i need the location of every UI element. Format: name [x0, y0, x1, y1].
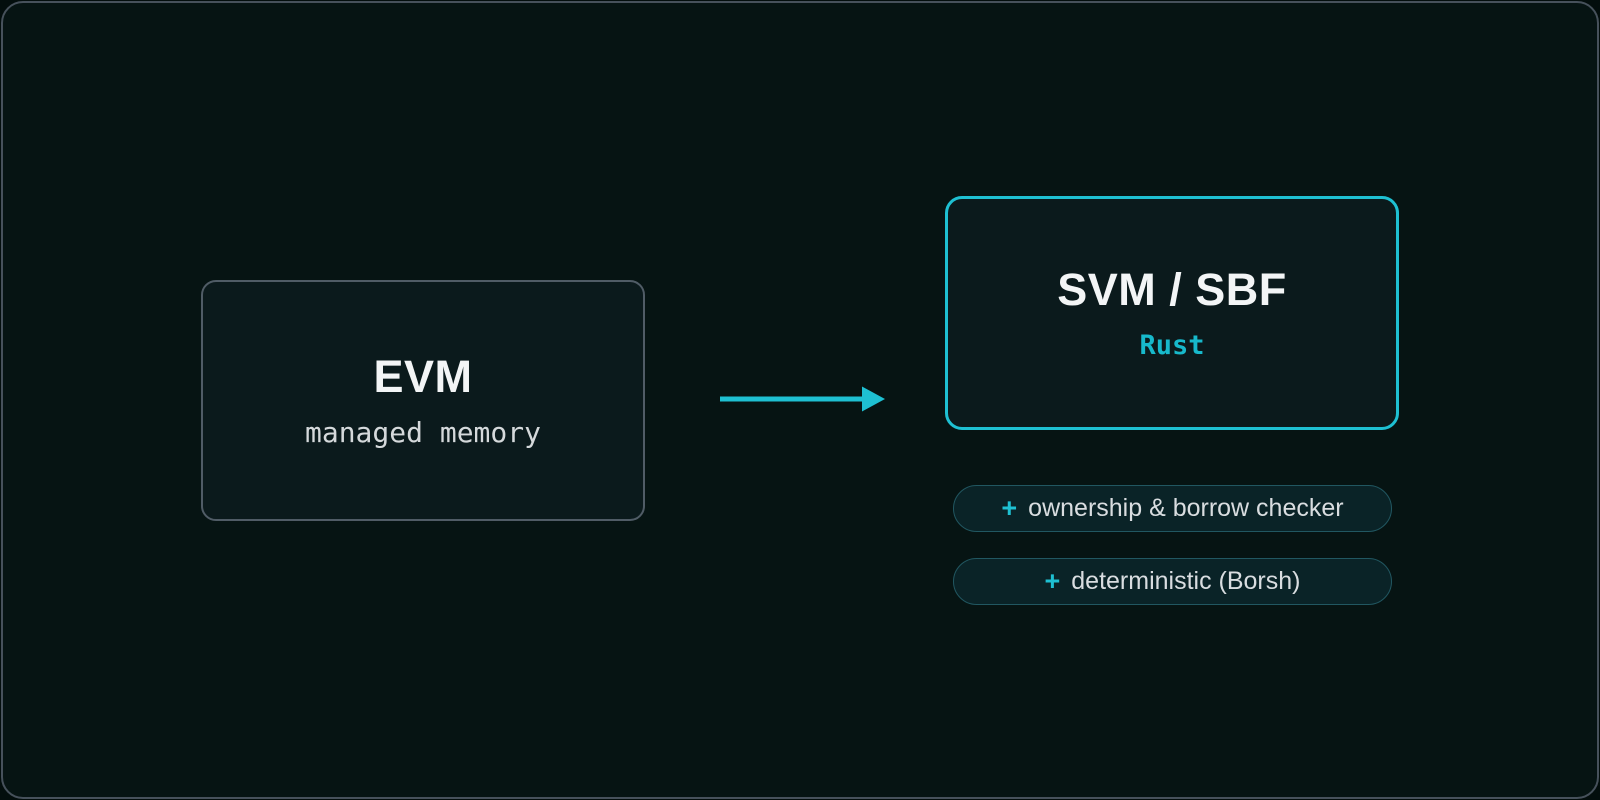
flow-arrow-icon [720, 386, 885, 412]
evm-subtitle: managed memory [304, 416, 541, 449]
badge-label: ownership & borrow checker [1028, 494, 1344, 522]
badge-deterministic-borsh: + deterministic (Borsh) [953, 558, 1392, 605]
badge-label: deterministic (Borsh) [1071, 567, 1301, 595]
svm-node: SVM / SBF Rust [945, 196, 1399, 430]
evm-node: EVM managed memory [201, 280, 645, 521]
svm-subtitle: Rust [1139, 330, 1205, 361]
plus-icon: + [1044, 566, 1061, 596]
badge-ownership-borrow-checker: + ownership & borrow checker [953, 485, 1392, 532]
svm-title: SVM / SBF [1057, 264, 1287, 315]
evm-title: EVM [373, 351, 473, 402]
plus-icon: + [1001, 493, 1018, 523]
